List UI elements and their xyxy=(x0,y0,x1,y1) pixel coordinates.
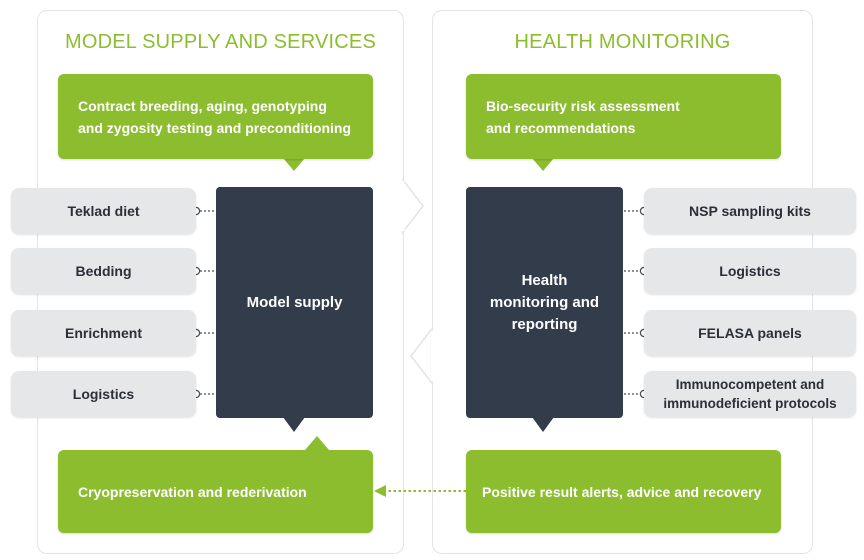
right-panel-notch-shape xyxy=(410,327,432,385)
right-top-box-text: Bio-security risk assessment and recomme… xyxy=(486,97,680,136)
model-supply-box: Model supply xyxy=(216,187,373,418)
right-bottom-box-text: Positive result alerts, advice and recov… xyxy=(482,483,762,500)
health-monitoring-box: Health monitoring and reporting xyxy=(466,187,623,418)
item-felasa-panels: FELASA panels xyxy=(644,310,856,356)
right-top-box: Bio-security risk assessment and recomme… xyxy=(466,74,781,159)
item-label: Teklad diet xyxy=(67,202,140,219)
left-bottom-box: Cryopreservation and rederivation xyxy=(58,450,373,533)
model-supply-label: Model supply xyxy=(246,293,343,311)
item-bedding: Bedding xyxy=(11,248,196,294)
item-label: Logistics xyxy=(719,262,781,279)
item-nsp-sampling-kits: NSP sampling kits xyxy=(644,188,856,234)
item-label: Immunocompetent and immunodeficient prot… xyxy=(663,377,837,411)
left-panel-notch xyxy=(402,177,424,235)
item-protocols: Immunocompetent and immunodeficient prot… xyxy=(644,371,856,417)
item-logistics-left: Logistics xyxy=(11,371,196,417)
left-bottom-box-text: Cryopreservation and rederivation xyxy=(78,483,307,500)
right-panel-title: HEALTH MONITORING xyxy=(514,31,731,53)
item-label: NSP sampling kits xyxy=(689,202,811,219)
item-label: Bedding xyxy=(75,262,132,279)
item-label: Logistics xyxy=(72,385,135,402)
item-logistics-right: Logistics xyxy=(644,248,856,294)
item-label: Enrichment xyxy=(64,324,142,341)
item-enrichment: Enrichment xyxy=(11,310,196,356)
left-top-box: Contract breeding, aging, genotyping and… xyxy=(58,74,373,159)
left-top-box-text: Contract breeding, aging, genotyping and… xyxy=(78,97,352,136)
item-teklad-diet: Teklad diet xyxy=(11,188,196,234)
health-monitoring-label: Health monitoring and reporting xyxy=(489,271,600,333)
left-panel-title: MODEL SUPPLY AND SERVICES xyxy=(64,31,377,53)
right-bottom-box: Positive result alerts, advice and recov… xyxy=(466,450,781,533)
item-label: FELASA panels xyxy=(698,324,802,341)
